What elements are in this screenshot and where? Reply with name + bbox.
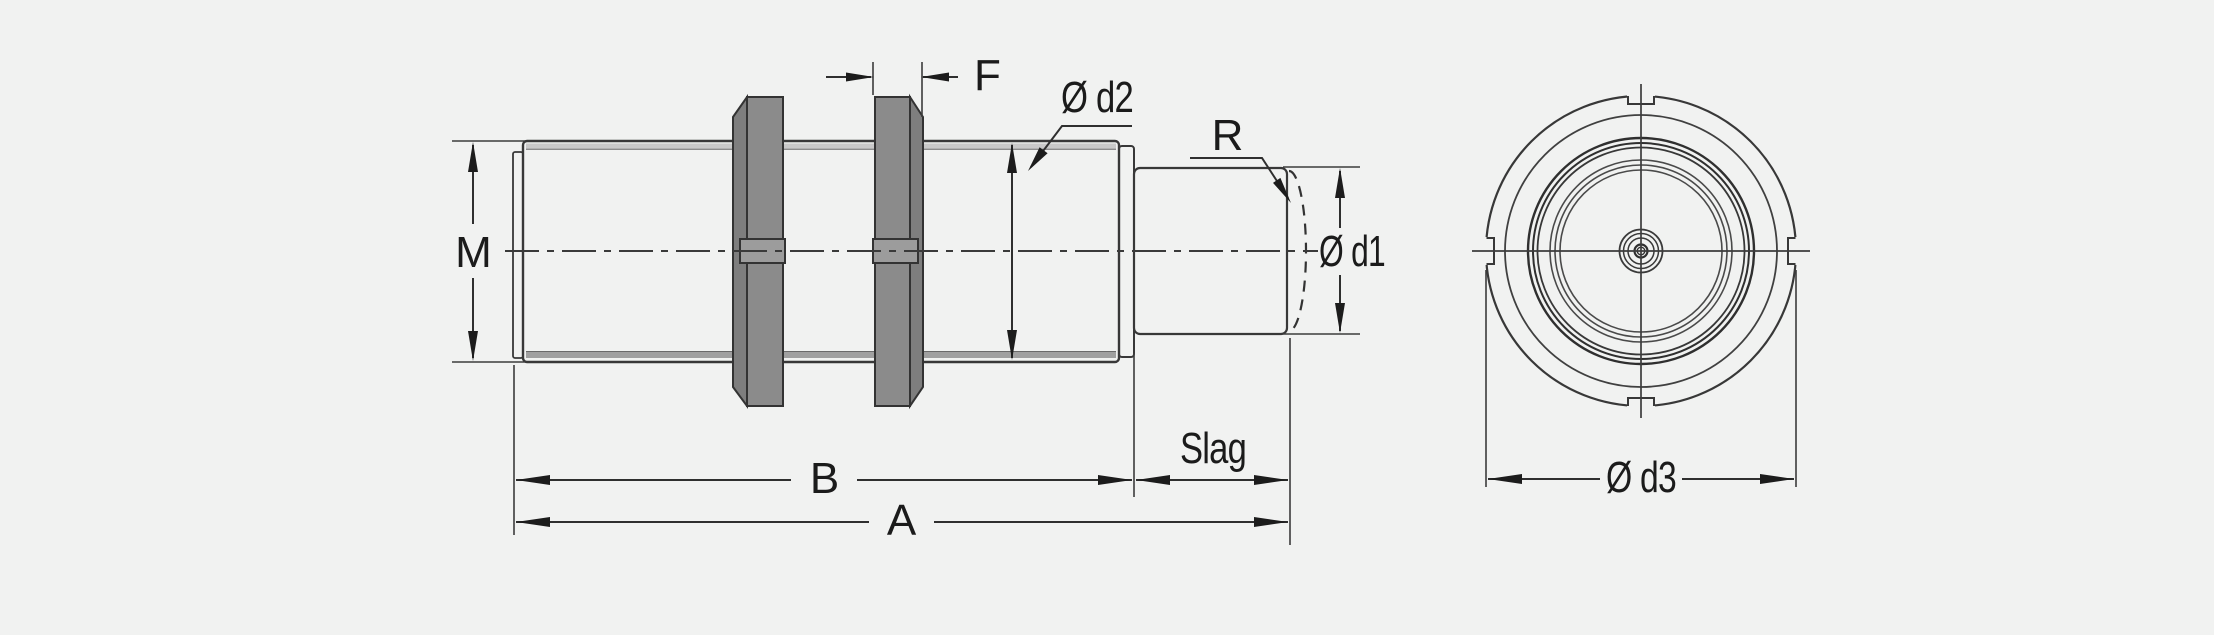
dim-slag: Slag — [1133, 338, 1291, 545]
d1-label: Ø d1 — [1319, 227, 1385, 276]
dim-d3: Ø d3 — [1485, 270, 1797, 502]
d3-label: Ø d3 — [1606, 453, 1676, 502]
slag-arrow-left — [1136, 475, 1170, 485]
a-arrow-right — [1254, 517, 1288, 527]
b-label: B — [810, 454, 838, 503]
d2-leader-arrow — [1028, 147, 1048, 171]
dim-f: F — [826, 51, 1001, 117]
d3-arrow-left — [1488, 474, 1522, 484]
d2-arrow-down — [1007, 330, 1017, 360]
m-label: M — [455, 228, 491, 277]
d1-arrow-up — [1335, 168, 1345, 198]
d2-arrow-up — [1007, 143, 1017, 173]
side-view: M F Ø d2 R — [452, 51, 1386, 545]
slag-arrow-right — [1254, 475, 1288, 485]
dim-a: A — [516, 496, 1288, 545]
d3-arrow-right — [1760, 474, 1794, 484]
a-arrow-left — [516, 517, 550, 527]
body-bottom-rim — [526, 351, 1116, 358]
r-leader-arrow — [1273, 177, 1291, 203]
f-label: F — [974, 51, 1000, 100]
dim-d1: Ø d1 — [1283, 166, 1386, 335]
slag-label: Slag — [1180, 424, 1246, 473]
m-arrow-down — [468, 331, 478, 361]
a-label: A — [887, 496, 917, 545]
f-arrow-right — [846, 72, 874, 82]
dim-m: M — [452, 140, 525, 363]
d2-label: Ø d2 — [1061, 73, 1133, 122]
dim-d2: Ø d2 — [1007, 73, 1134, 360]
body-top-rim — [526, 143, 1116, 149]
m-arrow-up — [468, 142, 478, 172]
f-arrow-left — [921, 72, 949, 82]
dim-r: R — [1190, 111, 1291, 203]
b-arrow-right — [1098, 475, 1132, 485]
end-view: Ø d3 — [1472, 84, 1810, 502]
dim-b: B — [513, 365, 1132, 535]
d1-arrow-down — [1335, 303, 1345, 333]
b-arrow-left — [516, 475, 550, 485]
r-label: R — [1212, 111, 1243, 160]
